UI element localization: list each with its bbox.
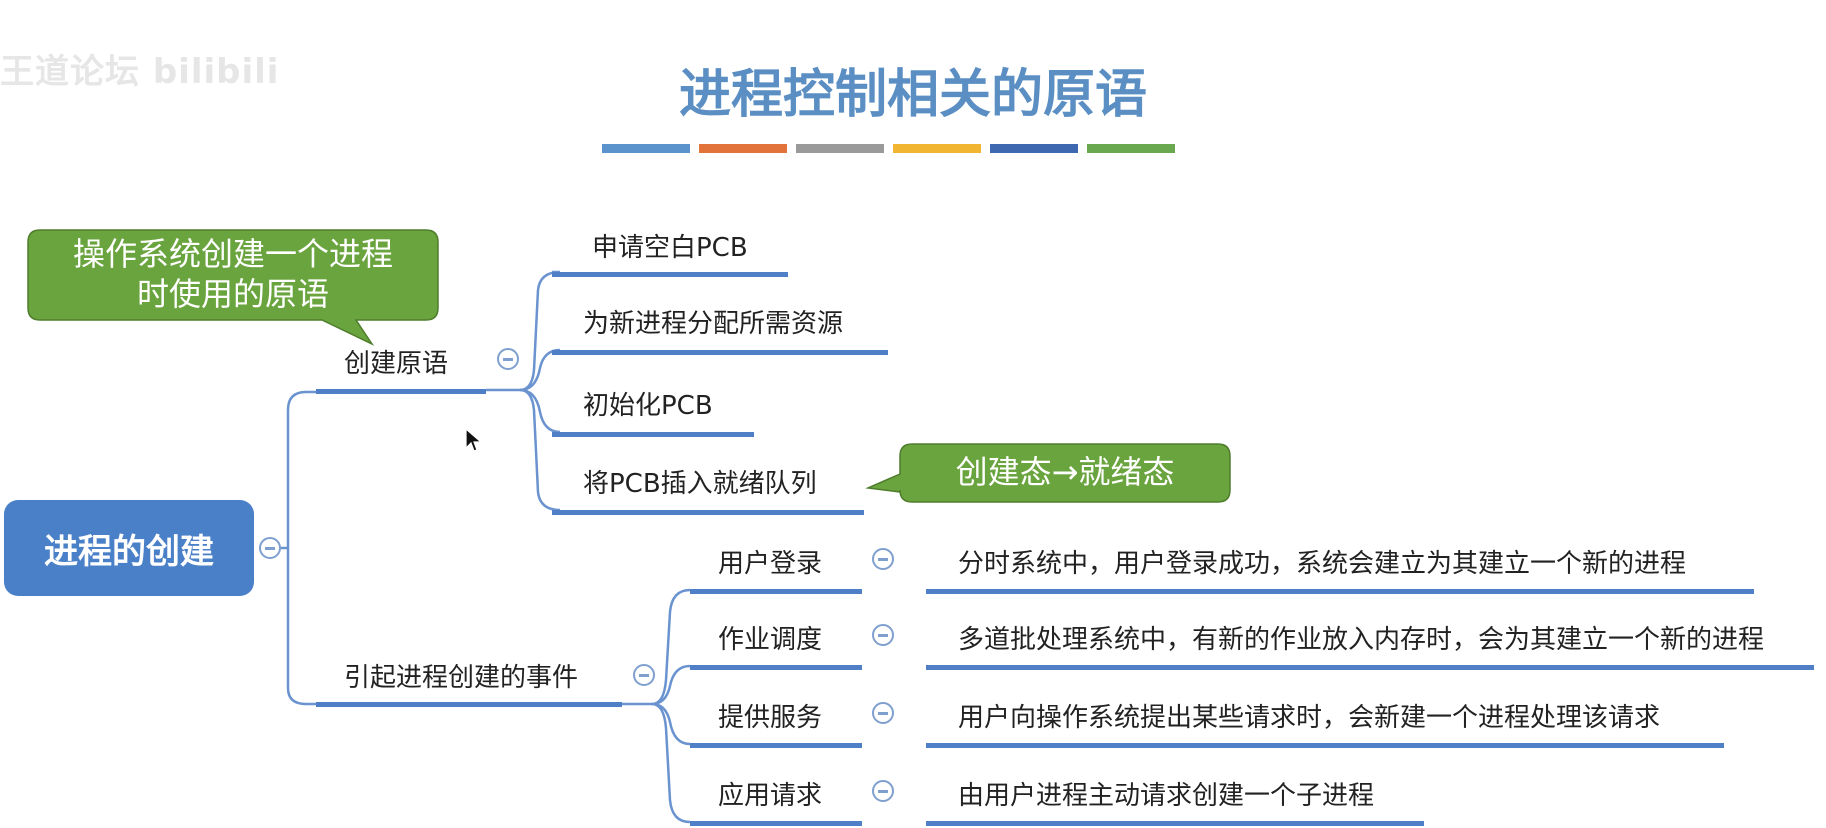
step-allocate-resources[interactable]: 为新进程分配所需资源 xyxy=(583,309,844,339)
step-underline xyxy=(552,272,788,277)
event-user-login-toggle[interactable] xyxy=(872,548,894,570)
callout-bubble-primitive xyxy=(27,229,439,346)
event-provide-service-detail[interactable]: 用户向操作系统提出某些请求时，会新建一个进程处理该请求 xyxy=(958,703,1661,733)
title-color-bar-2 xyxy=(699,144,787,153)
root-node[interactable]: 进程的创建 xyxy=(4,500,254,596)
step-init-pcb[interactable]: 初始化PCB xyxy=(583,391,713,421)
step-apply-blank-pcb[interactable]: 申请空白PCB xyxy=(592,233,748,263)
page-title: 进程控制相关的原语 xyxy=(678,64,1147,125)
step-insert-ready-queue[interactable]: 将PCB插入就绪队列 xyxy=(583,469,817,499)
events-collapse-toggle[interactable] xyxy=(633,664,655,686)
root-node-label: 进程的创建 xyxy=(44,531,214,572)
root-collapse-toggle[interactable] xyxy=(259,537,281,559)
event-user-login-detail[interactable]: 分时系统中，用户登录成功，系统会建立为其建立一个新的进程 xyxy=(958,549,1687,579)
detail-underline xyxy=(926,589,1754,594)
branch-creation-events[interactable]: 引起进程创建的事件 xyxy=(344,663,579,693)
title-color-bar-3 xyxy=(796,144,884,153)
event-underline xyxy=(690,589,862,594)
event-job-scheduling-toggle[interactable] xyxy=(872,624,894,646)
title-color-bar-4 xyxy=(893,144,981,153)
event-app-request-detail[interactable]: 由用户进程主动请求创建一个子进程 xyxy=(958,781,1375,811)
callout-state-note: 创建态→就绪态 xyxy=(955,453,1175,491)
callout-primitive-line-1: 操作系统创建一个进程 xyxy=(72,235,393,273)
branch-creation-events-underline xyxy=(316,702,622,707)
callout-bubble-state xyxy=(865,443,1231,503)
callout-primitive-line-2: 时使用的原语 xyxy=(136,275,329,313)
step-underline xyxy=(552,510,864,515)
event-job-scheduling[interactable]: 作业调度 xyxy=(718,625,823,655)
event-app-request[interactable]: 应用请求 xyxy=(718,781,823,811)
mouse-cursor-icon xyxy=(465,428,483,452)
branch-create-primitive-underline xyxy=(316,389,486,394)
detail-underline xyxy=(926,821,1424,826)
event-app-request-toggle[interactable] xyxy=(872,780,894,802)
event-underline xyxy=(690,821,862,826)
event-provide-service-toggle[interactable] xyxy=(872,702,894,724)
title-color-bar-5 xyxy=(990,144,1078,153)
title-color-bar-6 xyxy=(1087,144,1175,153)
event-underline xyxy=(690,743,862,748)
branch-create-primitive[interactable]: 创建原语 xyxy=(344,349,449,379)
step-underline xyxy=(552,432,754,437)
detail-underline xyxy=(926,743,1724,748)
detail-underline xyxy=(926,665,1814,670)
watermark: 王道论坛 bilibili xyxy=(0,52,280,92)
event-provide-service[interactable]: 提供服务 xyxy=(718,703,823,733)
event-user-login[interactable]: 用户登录 xyxy=(718,549,823,579)
event-job-scheduling-detail[interactable]: 多道批处理系统中，有新的作业放入内存时，会为其建立一个新的进程 xyxy=(958,625,1765,655)
create-primitive-collapse-toggle[interactable] xyxy=(497,348,519,370)
callout-primitive-note: 操作系统创建一个进程 时使用的原语 xyxy=(28,234,438,314)
step-underline xyxy=(552,350,888,355)
event-underline xyxy=(690,665,862,670)
title-color-bar-1 xyxy=(602,144,690,153)
